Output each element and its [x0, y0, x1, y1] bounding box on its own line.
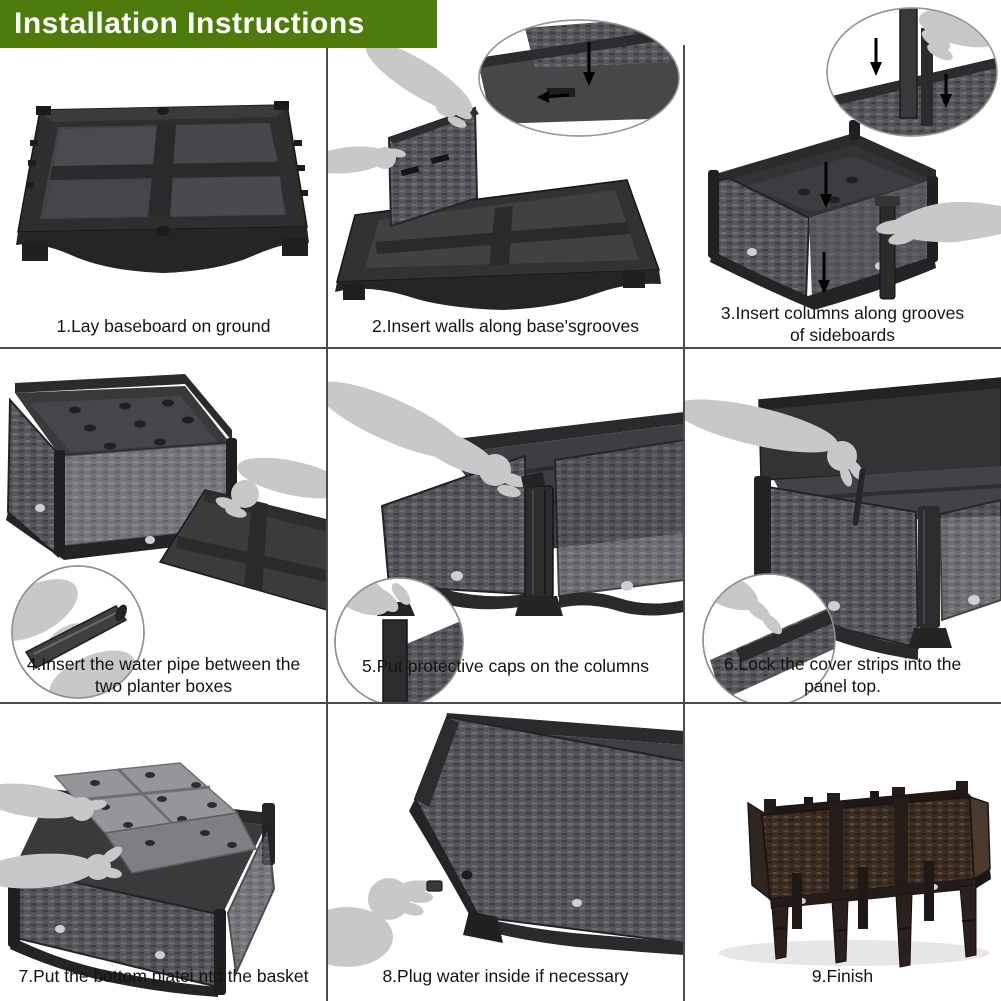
step-3-photo-insert-columns — [708, 7, 1001, 310]
step-9-caption: 9.Finish — [811, 965, 874, 986]
step-cell-3: 3.Insert columns along grooves of sidebo… — [684, 0, 1001, 348]
step-cell-8: 8.Plug water inside if necessary — [327, 703, 684, 1001]
step-8-caption: 8.Plug water inside if necessary — [382, 965, 629, 986]
step-6-caption: 6.Lock the cover strips into the panel t… — [723, 654, 962, 696]
step-1-caption: 1.Lay baseboard on ground — [56, 315, 271, 336]
step-4-photo-water-pipe — [6, 374, 327, 699]
step-cell-7: 7.Put the bottom platei nto the basket — [0, 703, 327, 1001]
step-cell-1: 1.Lay baseboard on ground — [0, 0, 327, 348]
step-cell-4: 4.Insert the water pipe between the two … — [0, 348, 327, 703]
grid-line-horizontal-1 — [0, 347, 1001, 349]
step-cell-6: 6.Lock the cover strips into the panel t… — [684, 348, 1001, 703]
grid-line-vertical-2 — [683, 45, 685, 1001]
step-9-photo-finished-planter — [719, 781, 991, 968]
step-7-photo-bottom-plate — [0, 762, 276, 997]
step-5-caption: 5.Put protective caps on the columns — [362, 655, 649, 676]
step-cell-9: 9.Finish — [684, 703, 1001, 1001]
grid-line-horizontal-2 — [0, 702, 1001, 704]
step-cell-5: 5.Put protective caps on the columns — [327, 348, 684, 703]
page-title: Installation Instructions — [14, 7, 365, 40]
step-4-caption: 4.Insert the water pipe between the two … — [26, 654, 301, 696]
step-3-caption: 3.Insert columns along grooves of sidebo… — [720, 303, 965, 345]
step-8-photo-plug-water — [327, 713, 684, 967]
step-cell-2: 2.Insert walls along base'sgrooves — [327, 0, 684, 348]
step-2-photo-insert-walls — [327, 19, 680, 310]
step-6-photo-cover-strips — [684, 377, 1001, 703]
step-2-caption: 2.Insert walls along base'sgrooves — [372, 315, 639, 336]
title-banner: Installation Instructions — [0, 0, 437, 48]
step-7-caption: 7.Put the bottom platei nto the basket — [18, 965, 309, 986]
step-5-photo-protective-caps — [327, 381, 684, 703]
step-1-photo-baseboard — [16, 101, 309, 273]
grid-line-vertical-1 — [326, 45, 328, 1001]
